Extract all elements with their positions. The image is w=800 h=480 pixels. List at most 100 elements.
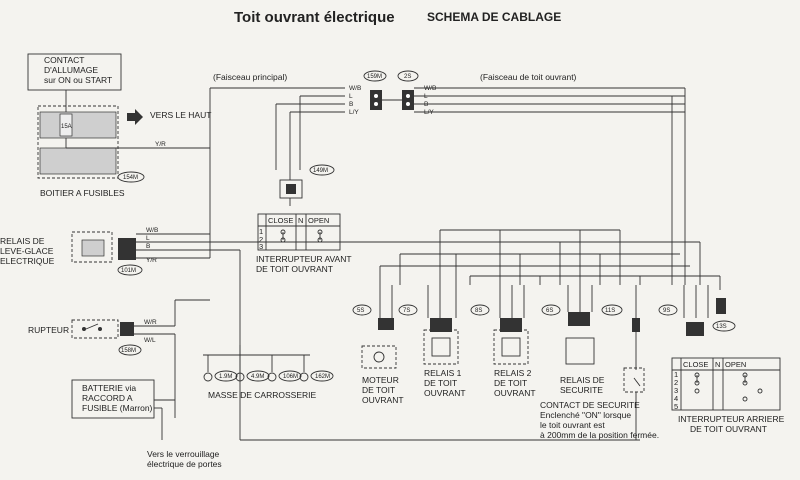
rear-switch-row-5: 5: [674, 402, 678, 411]
ground-code-2: 4.9M: [251, 374, 264, 380]
component-9S: 9S: [658, 285, 709, 336]
door-lock-line-2: électrique de portes: [147, 459, 222, 469]
safety-contact-line-4: à 200mm de la position fermée.: [540, 430, 659, 440]
body-ground-label: MASSE DE CARROSSERIE: [208, 390, 316, 400]
component-7S-line-3: OUVRANT: [424, 388, 466, 398]
rear-switch-row-4: 4: [674, 394, 678, 403]
rear-switch-label-2: DE TOIT OUVRANT: [690, 424, 767, 434]
breaker-code: 158M: [121, 348, 136, 354]
front-switch-open: OPEN: [308, 216, 329, 225]
breaker: [71, 319, 134, 339]
breaker-label: RUPTEUR: [28, 325, 69, 335]
safety-contact-line-2: Enclenché "ON" lorsque: [540, 410, 631, 420]
rear-switch-table: CLOSE N OPEN 1 2 3 4 5: [671, 357, 781, 411]
component-7S: 7S RELAIS 1 DE TOIT OUVRANT: [398, 285, 466, 398]
ground-code-1: 1.9M: [219, 374, 232, 380]
rear-switch-label-1: INTERRUPTEUR ARRIERE: [678, 414, 785, 424]
component-13S: 13S: [712, 298, 736, 332]
component-8S-line-2: DE TOIT: [494, 378, 527, 388]
front-switch-row-2: 2: [259, 235, 263, 244]
wire-label-wl: W/L: [144, 337, 156, 344]
component-13S-code: 13S: [716, 324, 727, 330]
rear-switch-row-1: 1: [674, 370, 678, 379]
rear-switch-row-2: 2: [674, 378, 678, 387]
ground-code-3: 106M: [283, 374, 298, 380]
front-switch-table: CLOSE N OPEN 1 2 3: [257, 213, 341, 251]
safety-contact-line-3: le toit ouvrant est: [540, 420, 605, 430]
battery-line-2: RACCORD A: [82, 393, 133, 403]
roof-harness-label: (Faisceau de toit ouvrant): [480, 72, 577, 82]
fuse-box-code: 154M: [123, 175, 138, 181]
window-relay-line-3: ELECTRIQUE: [0, 256, 55, 266]
fuse-box: 15A BOITIER A FUSIBLES 154M: [37, 105, 145, 198]
connector-2S: 2S: [397, 70, 419, 110]
wire-label-yr-2: Y/R: [146, 257, 157, 264]
component-6S-line-2: SECURITE: [560, 385, 603, 395]
wire-label-b-3: B: [146, 243, 150, 250]
wire-label-wb-1: W/B: [349, 85, 361, 92]
connector-159M-code: 159M: [367, 74, 382, 80]
connector-2S-code: 2S: [404, 74, 411, 80]
diagram-title: Toit ouvrant électrique: [234, 9, 395, 26]
component-5S-line-1: MOTEUR: [362, 375, 399, 385]
rear-switch-n: N: [715, 360, 720, 369]
rear-switch-close: CLOSE: [683, 360, 708, 369]
fuse-rating: 15A: [61, 124, 72, 130]
component-5S: 5S MOTEUR DE TOIT OUVRANT: [352, 285, 404, 405]
ignition-line-3: sur ON ou START: [44, 75, 112, 85]
component-6S: 6S RELAIS DE SECURITE: [541, 285, 605, 395]
door-lock-line-1: Vers le verrouillage: [147, 449, 220, 459]
front-switch-n: N: [298, 216, 303, 225]
battery-line-1: BATTERIE via: [82, 383, 136, 393]
wire-label-b-1: B: [349, 101, 353, 108]
battery-line-3: FUSIBLE (Marron): [82, 403, 153, 413]
safety-contact-line-1: CONTACT DE SECURITE: [540, 400, 640, 410]
window-relay-line-2: LEVE-GLACE: [0, 246, 54, 256]
connector-159M: 159M: [363, 70, 387, 110]
wire-label-ly-2: L/Y: [424, 109, 434, 116]
fuse-box-label: BOITIER A FUSIBLES: [40, 188, 125, 198]
window-relay-line-1: RELAIS DE: [0, 236, 45, 246]
component-9S-code: 9S: [663, 308, 670, 314]
wire-label-l-2: L: [424, 93, 428, 100]
wire-label-b-2: B: [424, 101, 428, 108]
body-ground: 1.9M 4.9M 106M 162M: [203, 355, 334, 382]
ground-code-4: 162M: [315, 374, 330, 380]
component-5S-code: 5S: [357, 308, 364, 314]
wire-label-wr: W/R: [144, 319, 157, 326]
front-switch-row-1: 1: [259, 227, 263, 236]
ignition-line-2: D'ALLUMAGE: [44, 65, 98, 75]
window-relay: 101M: [71, 231, 143, 276]
component-11S-code: 11S: [605, 308, 615, 314]
rear-switch-open: OPEN: [725, 360, 746, 369]
diagram-subtitle: SCHEMA DE CABLAGE: [427, 10, 561, 24]
component-5S-line-3: OUVRANT: [362, 395, 404, 405]
connector-149M: 149M: [279, 164, 335, 199]
component-8S-line-3: OUVRANT: [494, 388, 536, 398]
ignition-contact-box: CONTACT D'ALLUMAGE sur ON ou START: [27, 53, 122, 91]
component-8S-code: 8S: [475, 308, 482, 314]
connector-149M-code: 149M: [313, 168, 328, 174]
front-switch-row-3: 3: [259, 242, 263, 251]
wire-label-l-1: L: [349, 93, 353, 100]
front-switch-label-2: DE TOIT OUVRANT: [256, 264, 333, 274]
up-arrow-icon: [127, 109, 143, 125]
component-5S-line-2: DE TOIT: [362, 385, 395, 395]
wire-label-wb-3: W/B: [146, 227, 158, 234]
component-7S-line-1: RELAIS 1: [424, 368, 462, 378]
component-8S-line-1: RELAIS 2: [494, 368, 532, 378]
component-6S-line-1: RELAIS DE: [560, 375, 605, 385]
wire-label-l-3: L: [146, 235, 150, 242]
up-arrow-label: VERS LE HAUT: [150, 110, 211, 120]
component-6S-code: 6S: [546, 308, 553, 314]
component-7S-line-2: DE TOIT: [424, 378, 457, 388]
wire-label-ly-1: L/Y: [349, 109, 359, 116]
rear-switch-row-3: 3: [674, 386, 678, 395]
component-8S: 8S RELAIS 2 DE TOIT OUVRANT: [470, 285, 536, 398]
window-relay-code: 101M: [121, 268, 136, 274]
wire-label-wb-2: W/B: [424, 85, 436, 92]
front-switch-close: CLOSE: [268, 216, 293, 225]
ignition-line-1: CONTACT: [44, 55, 84, 65]
